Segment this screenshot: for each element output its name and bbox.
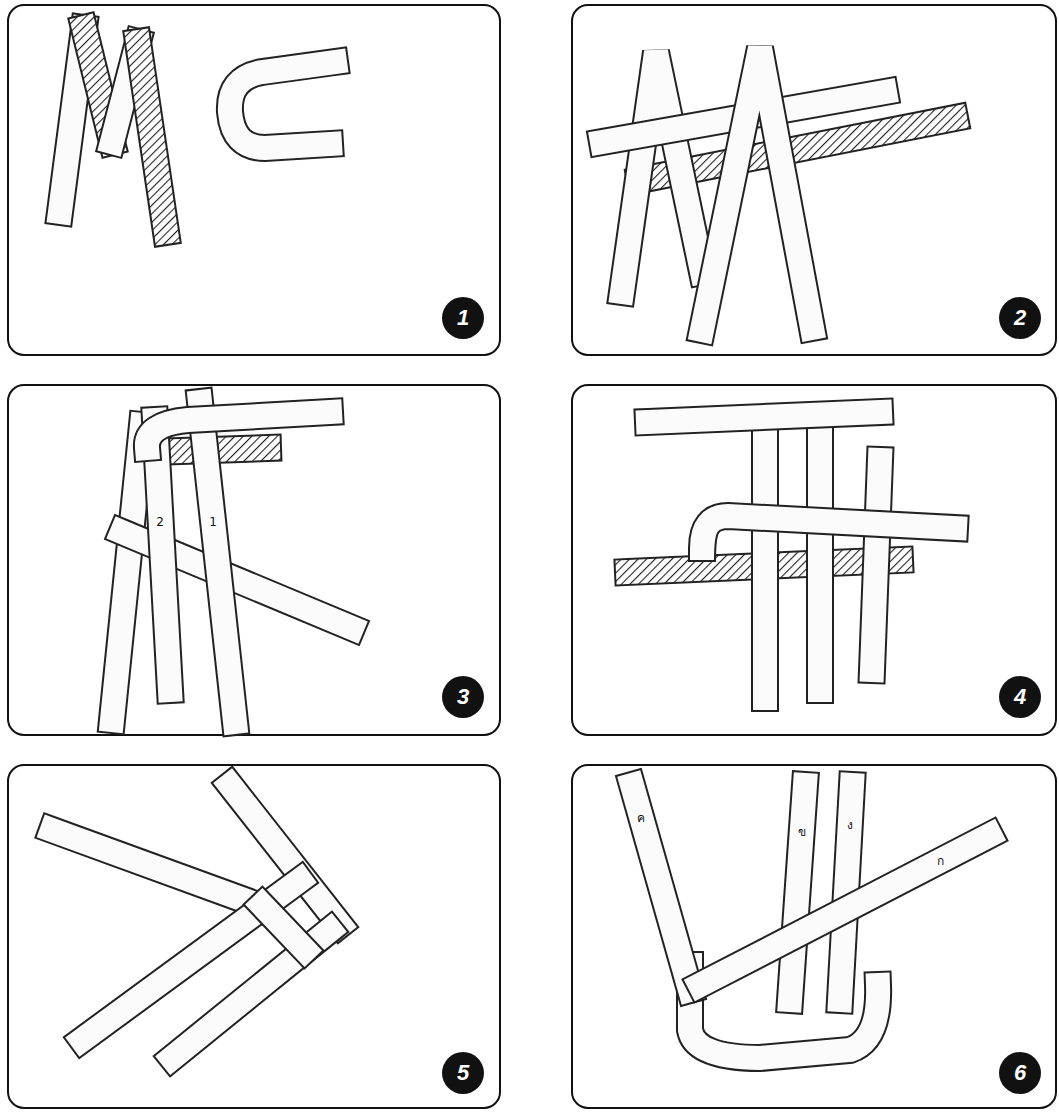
strip-outline <box>702 516 955 548</box>
strip-group <box>112 402 352 722</box>
step-number: 6 <box>999 1052 1041 1094</box>
strip-label: 1 <box>209 516 217 528</box>
strip-outline <box>700 835 990 985</box>
strip-label: ก <box>937 855 944 867</box>
strip <box>112 425 142 720</box>
step-number: 1 <box>442 297 484 339</box>
strip-label: ค <box>637 812 645 824</box>
panel-frame <box>572 385 1056 735</box>
strip <box>200 402 235 722</box>
panel-frame <box>8 765 500 1108</box>
strip-outline <box>702 48 812 330</box>
strip-group <box>52 785 340 1058</box>
step-number-text: 3 <box>457 686 469 708</box>
strip-outline <box>622 52 702 292</box>
strip-outline <box>632 785 690 990</box>
panel-frame <box>8 385 500 735</box>
strip-label: 2 <box>156 516 164 528</box>
strip <box>52 830 258 905</box>
strip-label: ง <box>847 819 853 831</box>
strip-outline <box>200 402 235 722</box>
strip <box>700 835 990 985</box>
step-number-text: 4 <box>1014 686 1026 708</box>
strip <box>702 516 955 548</box>
step-number: 5 <box>442 1052 484 1094</box>
strip <box>262 905 305 950</box>
strip-group <box>628 412 955 698</box>
strip-outline <box>872 460 880 670</box>
strip <box>230 62 335 148</box>
strip <box>753 432 777 698</box>
strip <box>648 412 880 422</box>
strip-label: ข <box>798 826 806 838</box>
strip <box>147 412 330 448</box>
strip <box>702 48 812 330</box>
strip <box>622 52 702 292</box>
panel-frame <box>572 5 1056 355</box>
strip-outline <box>52 830 258 905</box>
step-number-text: 5 <box>457 1062 469 1084</box>
step-number-text: 2 <box>1014 307 1026 329</box>
strip-group <box>602 48 955 330</box>
strip <box>632 785 690 990</box>
strip-group <box>632 785 990 1058</box>
step-number-text: 1 <box>457 307 469 329</box>
strip <box>138 42 166 232</box>
strip-outline <box>262 905 305 950</box>
strip-outline <box>806 432 834 690</box>
strip <box>790 785 805 1000</box>
step-number: 2 <box>999 297 1041 339</box>
panel-frame <box>572 765 1056 1108</box>
strip-group <box>60 28 335 232</box>
strip-outline <box>147 412 330 448</box>
strip <box>808 432 832 690</box>
strip-outline <box>790 785 805 1000</box>
step-number-text: 6 <box>1014 1062 1026 1084</box>
strip-outline <box>648 412 880 422</box>
strip-outline <box>112 425 142 720</box>
step-number: 3 <box>442 676 484 718</box>
strip-outline <box>751 432 779 698</box>
step-number: 4 <box>999 676 1041 718</box>
strip-outline <box>138 42 166 232</box>
strip <box>872 460 880 670</box>
strip-outline <box>230 62 335 148</box>
panel-frame <box>8 5 500 355</box>
